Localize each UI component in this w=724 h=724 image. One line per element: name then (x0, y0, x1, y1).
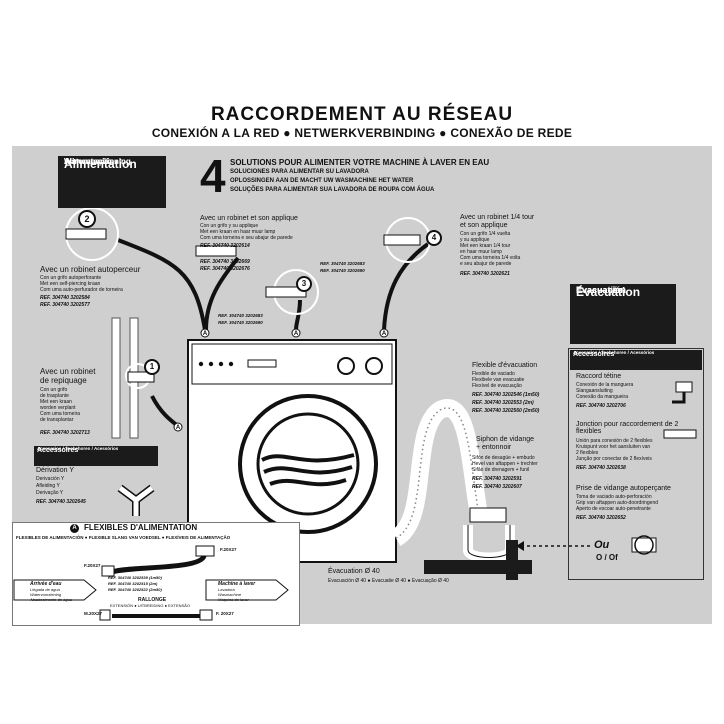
svg-text:A: A (382, 331, 387, 337)
svg-text:A: A (176, 425, 181, 431)
option-2-title: Avec un robinet autoperceur (40, 265, 141, 274)
option-3-badge: 3 (296, 276, 312, 292)
evacuation-box: Évacuation Evacuación Evacuatie Evacuaçã… (570, 284, 676, 344)
page-title: RACCORDEMENT AU RÉSEAU (210, 104, 514, 125)
solutions-line-3: OPLOSSINGEN AAN DE MACHT UW WASMACHINE H… (230, 178, 414, 184)
option-3-title: Avec un robinet et son applique (200, 215, 298, 222)
solutions-line-2: SOLUCIONES PARA ALIMENTAR SU LAVADORA (230, 169, 369, 175)
svg-text:A: A (294, 331, 299, 337)
siphon-title-1: Siphon de vidange (476, 436, 534, 443)
solutions-line-1: SOLUTIONS POUR ALIMENTER VOTRE MACHINE À… (230, 158, 490, 167)
siphon-title-2: + entonnoir (476, 444, 512, 451)
evac40-sub: Evacuación Ø 40 ● Evacuatie Ø 40 ● Evacu… (328, 578, 449, 584)
ou-label: Ou (594, 539, 610, 551)
alimentation-box: Alimentation Alimentación Watervoorzieni… (58, 156, 166, 208)
option-2-badge: 2 (78, 210, 96, 228)
jonction-title: Jonction pour raccordement de 2 flexible… (576, 421, 679, 436)
evac40-title: Évacuation Ø 40 (328, 568, 380, 575)
flexibles-sub: FLEXIBLES DE ALIMENTACIÓN ● FLEXIBLE SLA… (16, 535, 231, 540)
option-1-title-1: Avec un robinet (40, 367, 96, 376)
option-4-title-1: Avec un robinet 1/4 tour (460, 214, 535, 221)
accessoires-right-header: Accessoires Accesorios / Toebehoren / Ac… (570, 350, 702, 370)
option-1-title-2: de repiquage (40, 376, 87, 385)
prise-vidange-title: Prise de vidange autoperçante (576, 485, 671, 492)
accessoires-left-header: Accessoires Accesorios / Toebehoren / Ac… (34, 446, 158, 466)
flexibles-badge: A (70, 524, 79, 533)
solutions-line-4: SOLUÇÕES PARA ALIMENTAR SUA LAVADORA DE … (230, 187, 435, 193)
svg-text:A: A (203, 331, 208, 337)
option-4-badge: 4 (426, 230, 442, 246)
raccord-tetine-title: Raccord tétine (576, 373, 622, 380)
option-1-badge: 1 (144, 359, 160, 375)
flexible-evac-title: Flexible d'évacuation (472, 362, 538, 369)
flexibles-title: FLEXIBLES D'ALIMENTATION (84, 523, 198, 532)
accessoires-right-panel (568, 348, 704, 580)
option-4-title-2: et son applique (460, 222, 508, 229)
solutions-number: 4 (200, 150, 226, 202)
page-subtitle: CONEXIÓN A LA RED ● NETWERKVERBINDING ● … (151, 126, 573, 140)
ou-sub-label: O / Of (596, 553, 618, 562)
flexibles-inset (12, 522, 300, 626)
header: RACCORDEMENT AU RÉSEAU CONEXIÓN A LA RED… (12, 96, 712, 144)
